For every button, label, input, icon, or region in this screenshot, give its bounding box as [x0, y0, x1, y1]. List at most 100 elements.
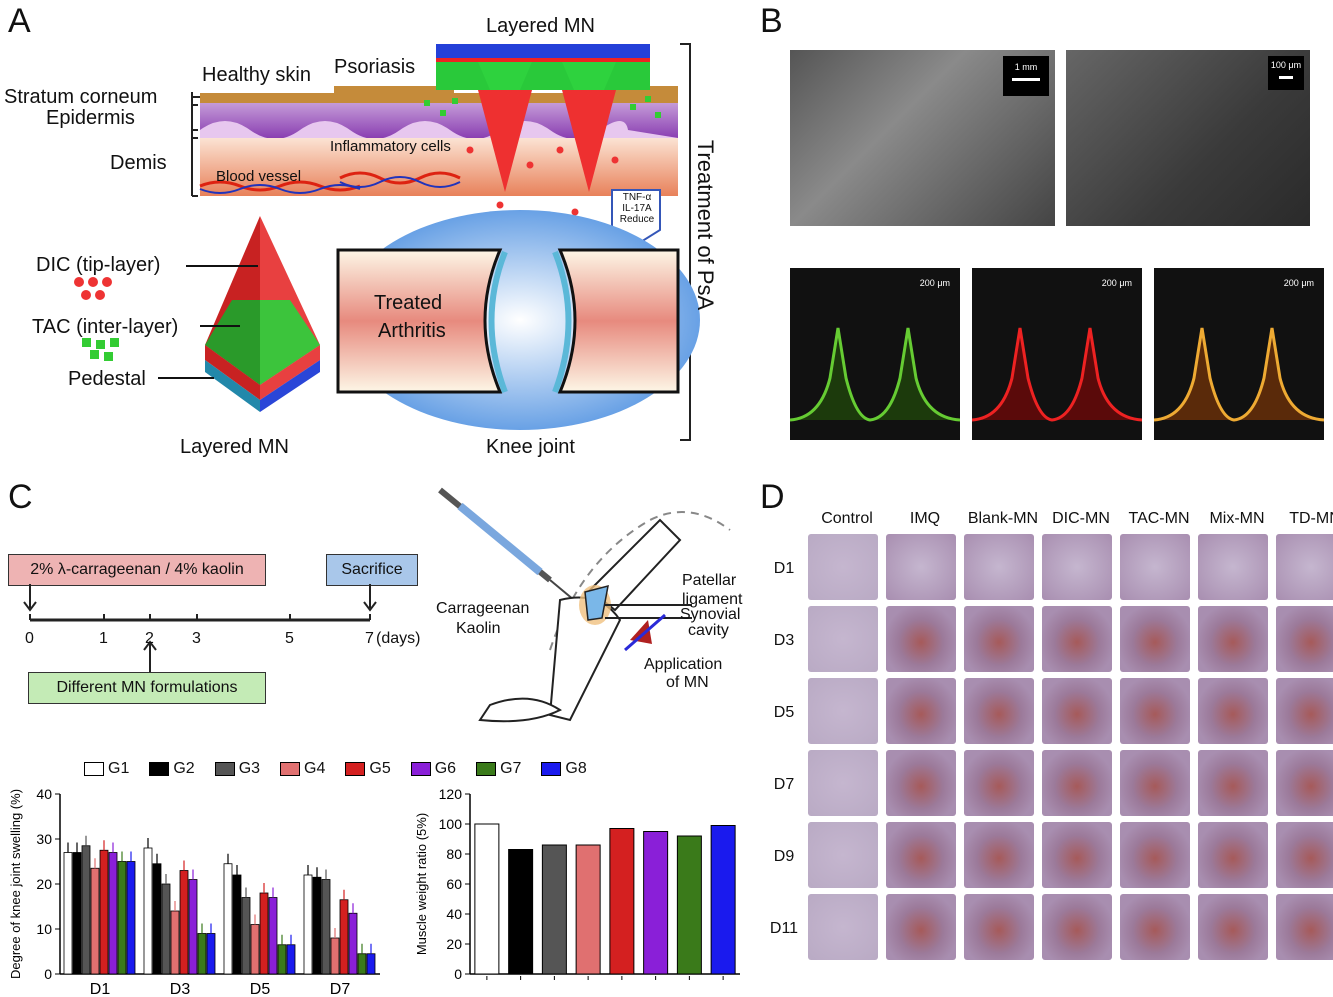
- y-tick-label: 30: [36, 831, 52, 847]
- col-header-td-mn: TD-MN: [1289, 510, 1333, 527]
- bar-d7-g1: [303, 874, 313, 975]
- skin-photo-control-d1: [808, 534, 878, 600]
- row-label-d7: D7: [773, 776, 795, 793]
- legend-label: G3: [238, 760, 261, 777]
- y-axis-label: Degree of knee joint swelling (%): [8, 789, 23, 979]
- bar-d5-g7: [277, 944, 287, 975]
- tnf-label: TNF-α: [622, 192, 652, 203]
- row-label-d3: D3: [773, 632, 795, 649]
- y-axis-label: Muscle weight ratio (5%): [414, 813, 429, 955]
- scalebar-1mm-label: 1 mm: [1014, 62, 1038, 72]
- scalebar-200um-2: 200 μm: [1101, 278, 1132, 288]
- row-label-d11: D11: [769, 920, 799, 937]
- bar-d5-g1: [223, 863, 233, 975]
- y-tick-label: 60: [446, 876, 462, 892]
- y-tick-label: 20: [446, 936, 462, 952]
- bar-d7-g7: [357, 953, 367, 975]
- patellar-label: Patellar: [682, 572, 737, 589]
- skin-photo-imq-d11: [886, 894, 956, 960]
- skin-photo-td-mn-d3: [1276, 606, 1333, 672]
- skin-photo-td-mn-d9: [1276, 822, 1333, 888]
- arthritis-label: Arthritis: [378, 320, 446, 342]
- skin-photo-td-mn-d7: [1276, 750, 1333, 816]
- y-tick-label: 120: [439, 786, 463, 802]
- bar-d3-g6: [188, 879, 198, 975]
- bar-d7-g6: [348, 912, 358, 975]
- panel-label-c: C: [8, 478, 33, 516]
- legend-item-g2: G2: [149, 760, 195, 778]
- skin-photo-control-d3: [808, 606, 878, 672]
- cytokine-box: TNF-α IL-17A Reduce: [614, 192, 660, 225]
- legend-label: G1: [108, 760, 130, 777]
- skin-photo-tac-mn-d5: [1120, 678, 1190, 744]
- fluorescence-green: 200 μm: [790, 268, 960, 440]
- legend-swatch: [84, 762, 104, 776]
- bar-d3-g8: [206, 933, 216, 975]
- skin-photo-imq-d3: [886, 606, 956, 672]
- bar-g5: [609, 828, 635, 975]
- legend-item-g6: G6: [410, 760, 457, 778]
- blood-vessel-label: Blood vessel: [216, 168, 302, 185]
- knee-injection-schematic: [438, 487, 731, 723]
- legend-label: G7: [500, 760, 522, 777]
- skin-photo-dic-mn-d1: [1042, 534, 1112, 600]
- panel-label-b: B: [760, 2, 783, 40]
- treated-label: Treated: [374, 292, 443, 314]
- legend-swatch: [541, 762, 562, 776]
- col-header-control: Control: [821, 510, 873, 527]
- treatment-label: Treatment of PsA: [693, 139, 719, 311]
- il17-label: IL-17A: [622, 203, 652, 214]
- legend-item-g8: G8: [541, 760, 587, 778]
- legend-label: G8: [565, 760, 587, 777]
- bar-d1-g4: [90, 867, 100, 975]
- skin-photo-imq-d5: [886, 678, 956, 744]
- skin-photo-tac-mn-d1: [1120, 534, 1190, 600]
- formulations-box: Different MN formulations: [28, 672, 266, 704]
- inflammatory-cells-label: Inflammatory cells: [330, 138, 451, 155]
- sem-image-zoom: 100 μm: [1066, 50, 1310, 226]
- skin-photo-tac-mn-d7: [1120, 750, 1190, 816]
- tac-label: TAC (inter-layer): [32, 316, 179, 338]
- application-label: Application: [644, 656, 723, 673]
- skin-photo-control-d11: [808, 894, 878, 960]
- epidermis-label: Epidermis: [46, 107, 135, 129]
- scalebar-200um-1: 200 μm: [919, 278, 950, 288]
- row-label-d5: D5: [773, 704, 795, 721]
- bar-d5-g6: [268, 897, 278, 975]
- tick-0: 0: [25, 630, 34, 647]
- bar-g1: [474, 823, 500, 975]
- x-tick-label: D3: [170, 981, 191, 997]
- tick-3: 3: [192, 630, 201, 647]
- bar-d3-g5: [179, 870, 189, 975]
- skin-photo-mix-mn-d1: [1198, 534, 1268, 600]
- skin-photo-control-d5: [808, 678, 878, 744]
- skin-photo-mix-mn-d5: [1198, 678, 1268, 744]
- knee-joint-label: Knee joint: [486, 436, 575, 458]
- bar-d5-g2: [232, 874, 242, 975]
- tick-5: 5: [285, 630, 294, 647]
- y-tick-label: 40: [446, 906, 462, 922]
- bar-d3-g7: [197, 933, 207, 975]
- bar-g6: [643, 831, 669, 975]
- legend-item-g7: G7: [476, 760, 521, 778]
- skin-photo-dic-mn-d11: [1042, 894, 1112, 960]
- scalebar-1mm: 1 mm: [1003, 56, 1049, 96]
- bar-d1-g2: [72, 852, 82, 975]
- col-header-imq: IMQ: [909, 510, 941, 527]
- legend-label: G4: [304, 760, 326, 777]
- col-header-mix-mn: Mix-MN: [1209, 510, 1265, 527]
- skin-photo-mix-mn-d7: [1198, 750, 1268, 816]
- legend-item-g3: G3: [214, 760, 261, 778]
- y-tick-label: 40: [36, 786, 52, 802]
- tick-1: 1: [99, 630, 108, 647]
- skin-photo-dic-mn-d3: [1042, 606, 1112, 672]
- legend-label: G6: [434, 760, 457, 777]
- legend-swatch: [149, 762, 170, 776]
- bar-d1-g8: [126, 861, 136, 975]
- bar-g4: [575, 844, 601, 975]
- bar-g2: [508, 849, 534, 975]
- timeline: [23, 584, 377, 672]
